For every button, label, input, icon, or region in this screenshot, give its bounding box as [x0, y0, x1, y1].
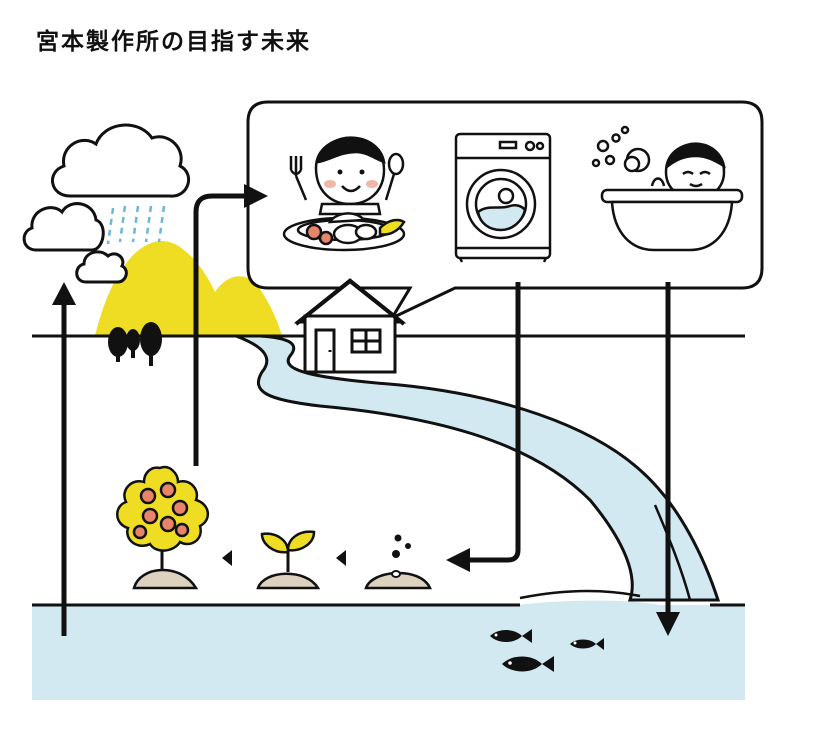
water-area [32, 600, 745, 700]
wastewater-arrow [656, 282, 680, 636]
soil-mound [132, 568, 199, 590]
person-bathing-icon [591, 125, 744, 252]
washing-machine-icon [454, 132, 552, 263]
house-icon [293, 278, 407, 374]
evaporation-arrow [52, 282, 76, 636]
growth-arrow [336, 550, 346, 566]
mountain-icon [95, 241, 282, 336]
fish-icon [570, 638, 604, 650]
page-title: 宮本製作所の目指す未来 [36, 29, 311, 55]
river-icon [235, 334, 721, 602]
fish-icon [502, 656, 554, 672]
cloud-icon [51, 123, 191, 198]
soil-mound [256, 572, 321, 590]
growth-arrow [222, 550, 232, 566]
drainage-arrow [446, 282, 521, 572]
child-eating-icon [282, 136, 406, 252]
rain-icon [106, 205, 166, 245]
seeds-icon [391, 534, 411, 578]
sprout-icon [260, 530, 316, 572]
water-supply-arrow [193, 184, 268, 466]
fruit-tree-icon [116, 465, 209, 570]
cloud-icon [75, 250, 128, 284]
cloud-icon [22, 202, 105, 252]
fish-icon [490, 629, 532, 643]
tree-icon [108, 322, 162, 366]
